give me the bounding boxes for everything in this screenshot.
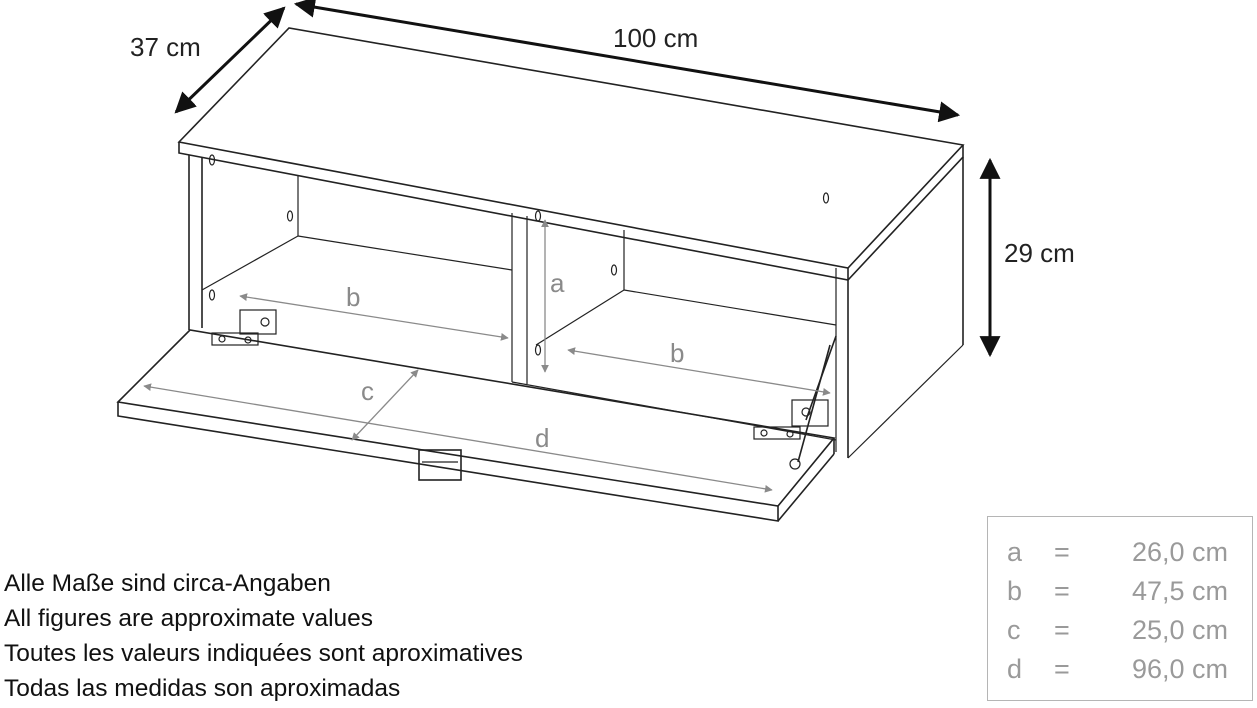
legend-value: 25,0 cm bbox=[1131, 615, 1228, 645]
inner-compartments bbox=[201, 154, 964, 459]
legend-row-b: b = 47,5 cm bbox=[988, 576, 1252, 616]
height-label: 29 cm bbox=[1004, 238, 1075, 268]
legend-value: 96,0 cm bbox=[1131, 654, 1228, 684]
inner-dimension-arrows bbox=[143, 219, 831, 493]
note-german: Alle Maße sind circa-Angaben bbox=[4, 570, 331, 597]
inner-label-b-right: b bbox=[670, 338, 684, 368]
legend-letter: d bbox=[1007, 654, 1023, 684]
width-label: 100 cm bbox=[613, 23, 698, 53]
note-english: All figures are approximate values bbox=[4, 605, 374, 632]
legend-letter: c bbox=[1007, 615, 1021, 645]
legend-row-a: a = 26,0 cm bbox=[988, 537, 1252, 577]
flap-door bbox=[116, 329, 836, 522]
legend-equals: = bbox=[1054, 654, 1070, 684]
inner-label-b-left: b bbox=[346, 282, 360, 312]
note-french: Toutes les valeurs indiquées sont aproxi… bbox=[4, 640, 523, 667]
legend-letter: b bbox=[1007, 576, 1023, 606]
inner-label-d: d bbox=[535, 423, 549, 453]
legend-letter: a bbox=[1007, 537, 1023, 567]
note-spanish: Todas las medidas son aproximadas bbox=[4, 675, 401, 702]
legend-value: 47,5 cm bbox=[1131, 576, 1228, 606]
legend-equals: = bbox=[1054, 615, 1070, 645]
top-panel bbox=[177, 27, 965, 281]
depth-label: 37 cm bbox=[130, 32, 201, 62]
left-side-panel bbox=[188, 155, 299, 330]
legend-row-d: d = 96,0 cm bbox=[988, 654, 1252, 694]
legend-equals: = bbox=[1054, 537, 1070, 567]
inner-label-c: c bbox=[361, 376, 374, 406]
legend-equals: = bbox=[1054, 576, 1070, 606]
legend-value: 26,0 cm bbox=[1131, 537, 1228, 567]
hinge-right-icon bbox=[753, 335, 837, 470]
measurement-legend: a = 26,0 cm b = 47,5 cm c = 25,0 cm d = … bbox=[987, 516, 1253, 701]
legend-row-c: c = 25,0 cm bbox=[988, 615, 1252, 655]
inner-label-a: a bbox=[550, 268, 565, 298]
outer-dimension-arrows bbox=[174, 0, 1001, 358]
approximate-values-notes: Alle Maße sind circa-Angaben All figures… bbox=[4, 566, 523, 706]
